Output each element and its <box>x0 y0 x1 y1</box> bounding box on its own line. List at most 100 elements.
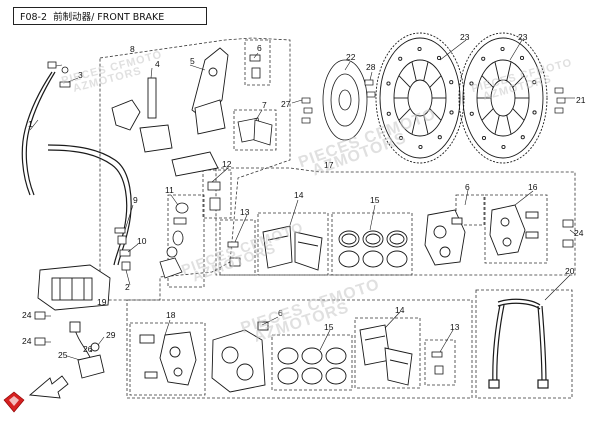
bolt-24-left-top <box>34 311 46 320</box>
brake-lever-assembly-5 <box>171 47 229 177</box>
disc-spoke <box>423 61 429 81</box>
callout-17: 17 <box>324 160 334 170</box>
diagram-title-box: F08-2 前制动器/ FRONT BRAKE <box>13 7 207 25</box>
brake-hose-1 <box>21 71 132 266</box>
pad-pin-13-lower <box>431 351 444 375</box>
piston-seals-15-upper <box>338 230 408 268</box>
group-box-18 <box>129 322 206 396</box>
disc-spoke <box>506 115 512 135</box>
group-box-19 <box>126 299 473 399</box>
piston-seals-15-lower <box>277 347 347 385</box>
disc-spoke <box>481 75 494 88</box>
direction-arrow-icon <box>28 375 69 399</box>
callout-15-lower: 15 <box>324 322 334 332</box>
callout-19: 19 <box>97 297 107 307</box>
disc-hole <box>469 111 474 116</box>
disc-hole <box>469 81 474 86</box>
hose-fitting-9-10 <box>114 227 131 271</box>
disc-hole <box>519 55 525 61</box>
disc-hole <box>436 55 442 61</box>
disc-spoke <box>398 108 411 121</box>
group-box-13b <box>424 339 456 386</box>
callout-26: 26 <box>83 344 93 354</box>
group-box-12 <box>202 169 232 219</box>
callout-24-right: 24 <box>574 228 584 238</box>
disc-bolts-21 <box>554 87 566 114</box>
disc-spoke <box>429 108 442 121</box>
group-box-13a <box>219 219 256 276</box>
callout-2: 2 <box>125 282 130 292</box>
brake-caliper-lower-18 <box>139 331 197 386</box>
brake-disc-left-23 <box>375 32 465 164</box>
callout-29: 29 <box>106 330 116 340</box>
bolt-set-6-upper <box>249 54 261 79</box>
disc-hole <box>449 110 454 115</box>
disc-spoke <box>512 75 525 88</box>
callout-23-left: 23 <box>460 32 470 42</box>
leader-lines <box>29 39 576 361</box>
disc-hole <box>398 56 403 61</box>
seal-kit-11 <box>159 202 189 279</box>
banjo-bolt-group-top <box>47 61 71 88</box>
brake-disc-small-22 <box>322 59 368 141</box>
callout-28: 28 <box>366 62 376 72</box>
clamp-7 <box>237 117 273 146</box>
callout-11: 11 <box>165 185 174 195</box>
disc-hole <box>386 81 391 86</box>
callout-15-upper: 15 <box>370 195 380 205</box>
group-box-6a <box>244 39 271 86</box>
disc-spoke <box>411 115 417 135</box>
disc-hole <box>481 56 486 61</box>
group-box-15a <box>331 212 413 276</box>
disc-hole <box>532 110 537 115</box>
callout-6-lower: 6 <box>278 308 283 318</box>
callout-6-mid: 6 <box>465 182 470 192</box>
callout-3: 3 <box>78 70 83 80</box>
brake-caliper-upper <box>424 209 466 266</box>
callout-10: 10 <box>137 236 147 246</box>
callout-4: 4 <box>155 59 160 69</box>
callout-23-right: 23 <box>518 32 528 42</box>
callout-22: 22 <box>346 52 356 62</box>
caliper-bracket-16 <box>489 204 539 256</box>
disc-hole <box>437 135 442 140</box>
callout-16: 16 <box>528 182 538 192</box>
diagram-title: F08-2 前制动器/ FRONT BRAKE <box>20 9 164 23</box>
bolt-24-right <box>562 219 574 248</box>
disc-spoke <box>411 61 417 81</box>
pad-pin-13-upper <box>227 241 241 267</box>
disc-hole <box>500 46 505 52</box>
disc-spoke <box>398 75 411 88</box>
callout-13-lower: 13 <box>450 322 460 332</box>
abs-module <box>37 264 111 311</box>
callout-labels: 1 2 3 4 5 6 7 8 9 10 11 12 13 14 15 6 16… <box>22 32 586 360</box>
disc-spoke <box>481 108 494 121</box>
diagram-name: 前制动器/ FRONT BRAKE <box>53 12 165 23</box>
group-box-16 <box>484 194 548 264</box>
disc-hole <box>418 144 423 150</box>
brake-pads-14-lower <box>359 324 413 386</box>
disc-hole <box>501 144 506 150</box>
disc-hole <box>520 135 525 140</box>
group-box-7 <box>233 109 277 151</box>
group-box-15b <box>271 334 353 391</box>
disc-hole <box>449 80 454 85</box>
callout-1: 1 <box>28 119 33 129</box>
brake-disc-right-23 <box>458 32 548 164</box>
brake-pads-14-upper <box>262 225 323 271</box>
callout-14-upper: 14 <box>294 190 304 200</box>
callout-6-top: 6 <box>257 43 262 53</box>
diagram-code: F08-2 <box>20 12 48 23</box>
callout-7: 7 <box>262 100 267 110</box>
callout-8: 8 <box>130 44 135 54</box>
callout-12: 12 <box>222 159 232 169</box>
callout-21: 21 <box>576 95 586 105</box>
brake-caliper-lower-body <box>211 321 269 393</box>
callout-18: 18 <box>166 310 176 320</box>
az-motors-logo <box>3 391 25 413</box>
callout-27: 27 <box>281 99 291 109</box>
callout-13-upper: 13 <box>240 207 250 217</box>
disc-spoke <box>429 75 442 88</box>
callout-24-left-bottom: 24 <box>22 336 32 346</box>
